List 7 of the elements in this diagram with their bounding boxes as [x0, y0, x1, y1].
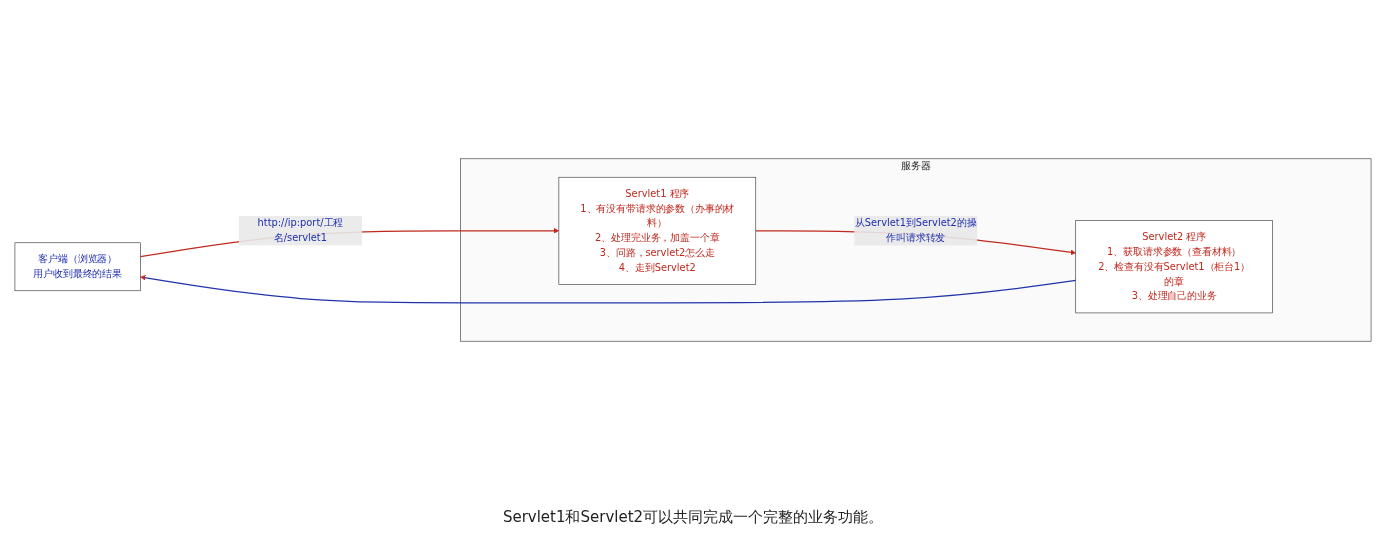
- edge-label: 从Servlet1到Servlet2的操作叫请求转发: [854, 217, 977, 244]
- node-box: 客户端（浏览器） 用户收到最终的结果: [14, 242, 141, 292]
- note-text: Servlet1和Servlet2可以共同完成一个完整的业务功能。: [502, 508, 884, 527]
- node-box: Servlet2 程序 1、获取请求参数（查看材料） 2、检查有没有Servlet1（柜台1）的章 3、处理自己的业务: [1075, 220, 1273, 314]
- edge-label: http://ip:port/工程名/servlet1: [257, 217, 344, 244]
- node-box: Servlet1 程序 1、有没有带请求的参数（办事的材料） 2、处理完业务，加盖一个章 3、问路，servlet2怎么走 4、走到Servlet2: [558, 176, 757, 285]
- arrow: [140, 275, 1077, 304]
